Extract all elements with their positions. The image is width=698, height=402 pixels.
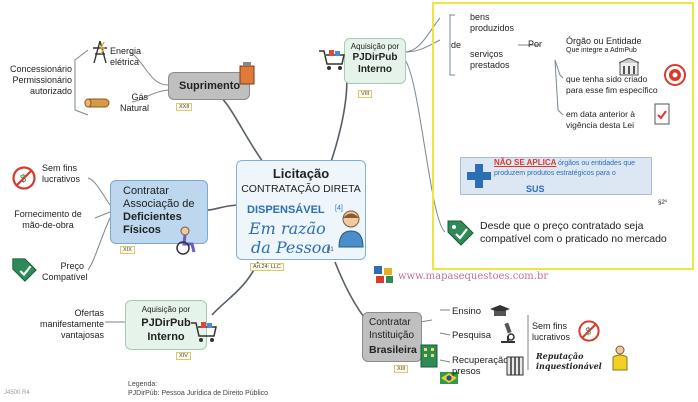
person-icon — [338, 210, 364, 248]
aquisicao-bottom-roman: XIV — [176, 352, 191, 360]
microscope-icon — [501, 322, 515, 343]
deficientes-line1: Contratar — [123, 185, 169, 197]
gas-pipe-icon — [84, 98, 110, 108]
aquisicao-top-line3: Interno — [358, 64, 392, 75]
sem-fins-label-2: Sem fins lucrativos — [532, 321, 571, 342]
instituicao-line3: Brasileira — [369, 344, 417, 356]
price-check-icon — [12, 258, 37, 282]
aquisicao-top-line1: Aquisição por — [350, 42, 400, 51]
wheelchair-icon — [176, 226, 196, 255]
center-art-tag: Art.24: LLC — [250, 263, 284, 271]
deficientes-roman: XIX — [120, 246, 135, 254]
orgao-line2: Que integre a AdmPub — [566, 47, 637, 54]
nao-se-aplica-label: NÃO SE APLICA — [494, 158, 557, 167]
aquisicao-top-roman: VIII — [358, 90, 373, 98]
aquisicao-bottom-line1: Aquisição por — [141, 305, 191, 314]
suprimento-node: Suprimento — [168, 72, 250, 100]
aquisicao-bottom-line3: Interno — [147, 331, 185, 343]
center-num: 01 — [327, 247, 334, 253]
shopping-cart-icon-2 — [191, 322, 217, 342]
servicos-label: serviços prestados — [470, 49, 510, 70]
legend-title: Legenda: — [128, 381, 158, 388]
fornecimento-label: Fornecimento de mão-de-obra — [14, 209, 82, 230]
prison-icon — [506, 356, 524, 376]
deficientes-line3: Deficientes — [123, 211, 182, 223]
suprimento-roman: XXII — [176, 103, 193, 111]
ensino-label: Ensino — [452, 306, 482, 317]
thumbs-up-person-icon — [612, 345, 628, 371]
code-label: J4500 R4 — [4, 390, 30, 396]
razao-line1: Em razão — [249, 219, 326, 238]
dispensavel-label: DISPENSÁVEL — [247, 204, 325, 216]
energia-label: Energia elétrica — [110, 46, 142, 67]
recuperacao-label: Recuperação de presos — [452, 355, 522, 377]
brazil-flag-icon — [440, 372, 458, 384]
medical-cross-icon — [467, 164, 491, 188]
logo-squares-icon — [374, 266, 393, 283]
sus-ref: §2º — [658, 200, 667, 206]
preco-compativel-label: Desde que o preço contratado seja compat… — [480, 220, 667, 245]
concessionario-label: Concessionário Permissionário autorizado — [9, 64, 72, 96]
aquisicao-top-node: Aquisição por PJDirPub Interno — [344, 38, 406, 84]
instituicao-roman: XIII — [394, 365, 409, 373]
power-tower-icon — [93, 40, 107, 64]
center-title: Licitação — [272, 166, 330, 181]
reputacao-label: Reputação inquestionável — [536, 351, 602, 371]
legend-text: PJDirPúb: Pessoa Jurídica de Direito Púb… — [128, 390, 269, 397]
instituicao-line2: Instituição — [369, 330, 415, 341]
criado-label: que tenha sido criado para esse fim espe… — [566, 74, 658, 95]
orgao-line1: Órgão ou Entidade — [566, 36, 642, 46]
deficientes-node: Contratar Associação de Deficientes Físi… — [110, 180, 208, 244]
por-label: Por — [528, 39, 543, 49]
battery-plug-icon — [239, 62, 255, 85]
preco-label: Preço Compatível — [42, 261, 88, 282]
razao-line2: da Pessoa — [251, 238, 331, 257]
center-ref: [4] — [335, 205, 343, 212]
deficientes-line2: Associação de — [123, 198, 195, 210]
data-anterior-label: em data anterior à vigência desta Lei — [566, 109, 635, 130]
graduation-icon — [490, 305, 510, 316]
shopping-cart-icon — [319, 50, 345, 70]
pesquisa-label: Pesquisa — [452, 330, 492, 341]
building-icon — [618, 58, 640, 76]
suprimento-label: Suprimento — [179, 80, 241, 92]
instituicao-node: Contratar Instituição Brasileira — [362, 312, 422, 362]
highlight-frame — [432, 2, 694, 270]
gas-label: Gás Natural — [120, 92, 150, 113]
aquisicao-top-line2: PJDirPub — [352, 52, 398, 63]
sus-box — [460, 157, 652, 195]
sem-fins-label: Sem fins lucrativos — [42, 163, 81, 184]
orgaos-sus-text: órgãos ou entidades que produzem produto… — [494, 160, 636, 177]
ofertas-label: Ofertas manifestamente vantajosas — [39, 308, 104, 340]
website-link[interactable]: www.mapasequestoes.com.br — [398, 271, 549, 282]
aquisicao-bottom-node: Aquisição por PJDirPub Interno — [125, 300, 207, 350]
document-check-icon — [654, 103, 670, 125]
price-tag-check-icon — [447, 220, 474, 246]
aquisicao-bottom-line2: PJDirPub — [141, 317, 191, 329]
green-building-icon — [420, 344, 438, 368]
target-icon — [664, 64, 686, 86]
center-node: Licitação CONTRATAÇÃO DIRETA DISPENSÁVEL… — [236, 160, 366, 260]
bens-label: bens produzidos — [470, 12, 515, 33]
deficientes-line4: Físicos — [123, 224, 161, 236]
center-subtitle: CONTRATAÇÃO DIRETA — [241, 183, 361, 195]
sus-label: SUS — [526, 184, 545, 194]
de-label: de — [451, 40, 462, 50]
no-profit-icon-2: $ — [578, 320, 600, 342]
no-profit-icon: $ — [12, 166, 36, 190]
instituicao-line1: Contratar — [369, 317, 411, 328]
